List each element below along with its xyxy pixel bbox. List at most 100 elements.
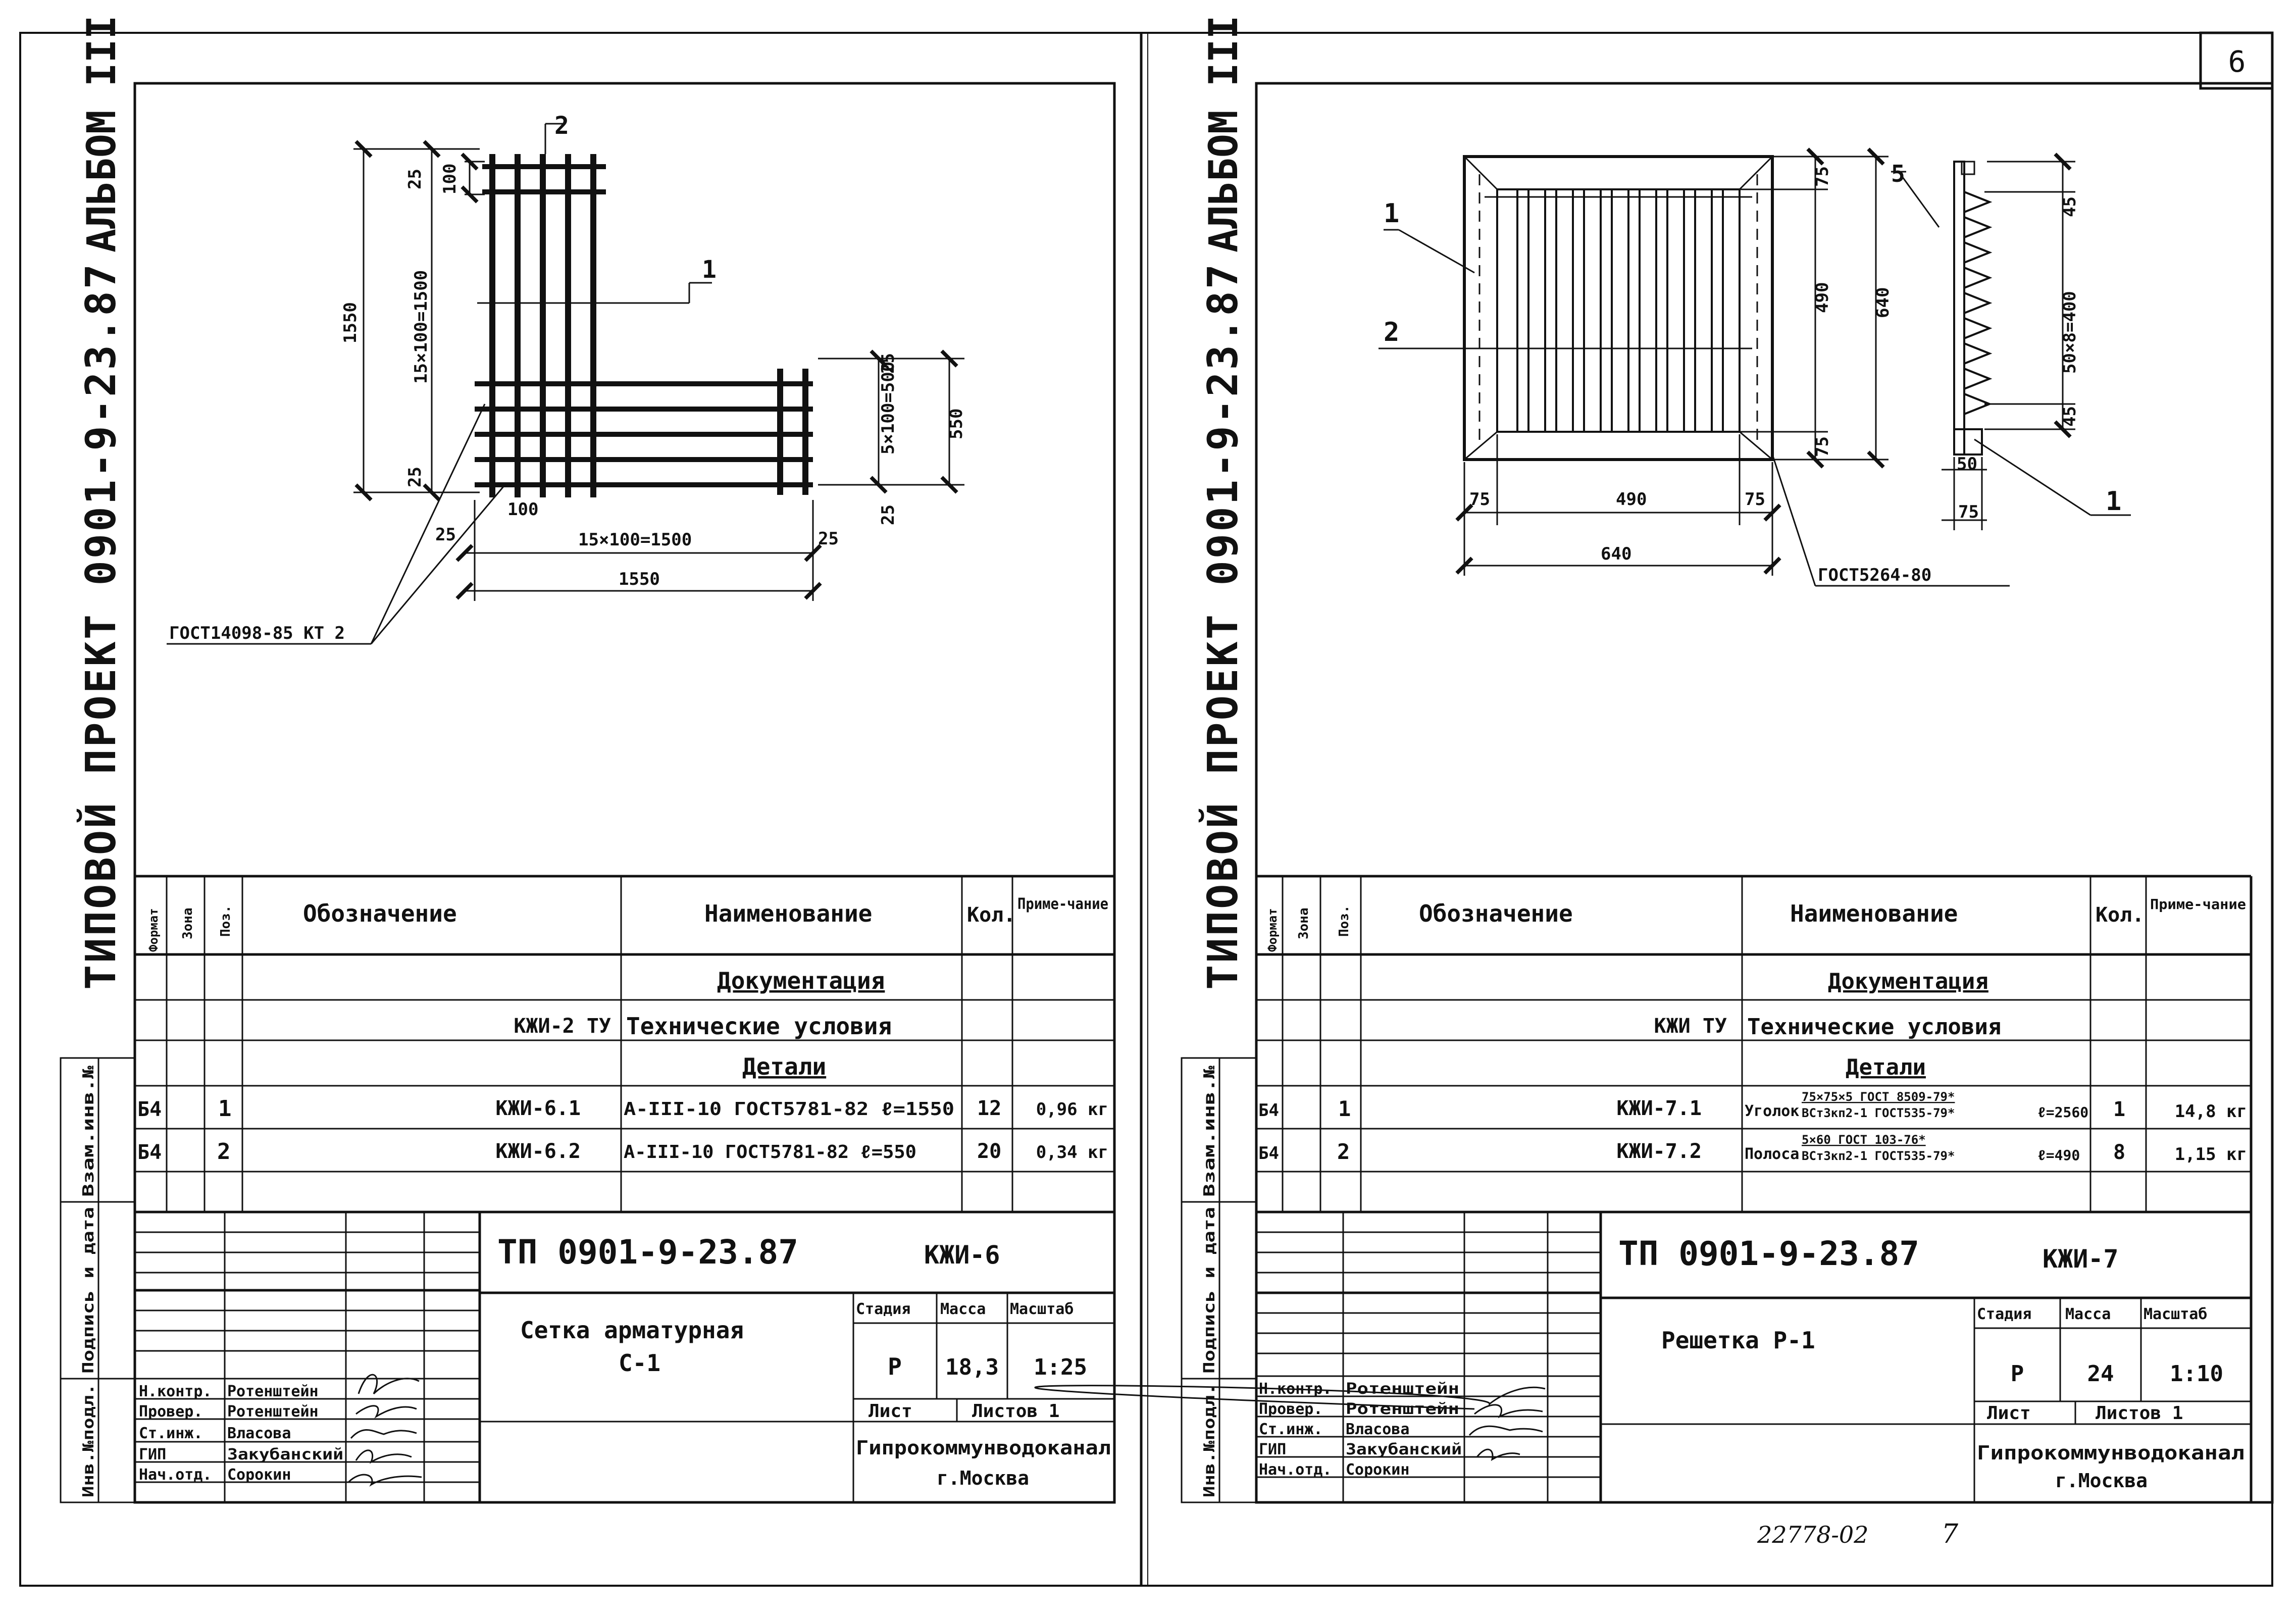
- dim-label: 25: [878, 353, 898, 374]
- spec-row-designation: КЖИ-7.2: [1616, 1140, 1702, 1163]
- spec-header-name: Наименование: [704, 900, 872, 927]
- title-scale: 1:25: [1034, 1354, 1087, 1380]
- right-callout-2: 2: [1384, 317, 1399, 347]
- left-project-label: ТИПОВОЙ ПРОЕКТ 0901-9-23.87: [77, 262, 125, 990]
- mesh-bars-short: [475, 164, 813, 487]
- person-name: Сорокин: [1346, 1461, 1409, 1479]
- spec-row-note: 0,34 кг: [1036, 1142, 1108, 1163]
- person-role: Нач.отд.: [139, 1466, 212, 1484]
- dim-label: 640: [1873, 287, 1893, 318]
- spec-row-pos: 2: [217, 1139, 231, 1165]
- person-role: Нач.отд.: [1259, 1461, 1332, 1479]
- left-signatures: [347, 1374, 422, 1487]
- person-role: Н.контр.: [139, 1383, 212, 1400]
- spec-row-name-top: 5×60 ГОСТ 103-76*: [1802, 1133, 1926, 1147]
- side-label-sign-date: Подпись и дата: [80, 1207, 97, 1374]
- spec-section-docs: Документация: [717, 967, 885, 994]
- spec-row-note: 1,15 кг: [2175, 1144, 2247, 1165]
- title-name: Решетка Р-1: [1661, 1327, 1815, 1354]
- spec-header-zone: Зона: [180, 907, 195, 939]
- dim-label: 640: [1601, 544, 1631, 564]
- spec-section-parts: Детали: [1846, 1054, 1926, 1080]
- spec-header-format: Формат: [146, 908, 161, 952]
- title-sheet-code: КЖИ-6: [924, 1240, 1000, 1270]
- page-number: 6: [2228, 44, 2246, 79]
- person-name: Закубанский: [1346, 1441, 1462, 1458]
- dim-label: 25: [818, 529, 839, 549]
- spec-row-name-prefix: Полоса: [1745, 1145, 1799, 1163]
- spec-doc-designation: КЖИ ТУ: [1654, 1015, 1727, 1038]
- person-name: Сорокин: [227, 1466, 291, 1484]
- spec-row-designation: КЖИ-6.2: [495, 1140, 581, 1163]
- title-stage-label: Стадия: [1977, 1305, 2031, 1323]
- left-side-stamp-labels: Взам.инв.№ Подпись и дата Инв.№подл.: [80, 1065, 97, 1497]
- dim-label: 75: [1812, 166, 1832, 187]
- dim-label: 490: [1616, 489, 1647, 510]
- spec-row-format: Б4: [137, 1141, 162, 1164]
- side-label-sign-date: Подпись и дата: [1201, 1207, 1218, 1374]
- right-album-label: АЛЬБОМ III: [1201, 15, 1247, 252]
- right-callout-5: 5: [1891, 160, 1905, 187]
- dim-label: 5×100=500: [878, 362, 898, 454]
- dim-label: 25: [405, 467, 425, 487]
- title-mass: 18,3: [945, 1354, 999, 1380]
- title-stage-label: Стадия: [856, 1300, 910, 1318]
- right-spec-headers: Формат Зона Поз. Обозначение Наименовани…: [1265, 896, 2246, 952]
- side-label-inv: Инв.№подл.: [80, 1384, 97, 1497]
- dim-label: 50: [1957, 454, 1977, 474]
- right-frame: [1255, 82, 2274, 1504]
- left-spec-body: Документация КЖИ-2 ТУ Технические услови…: [137, 967, 1108, 1165]
- person-role: Ст.инж.: [139, 1425, 202, 1442]
- spec-header-note: Приме-чание: [2150, 896, 2246, 913]
- spec-doc-name: Технические условия: [1747, 1014, 2001, 1040]
- title-org: Гипрокоммунводоканал: [856, 1437, 1111, 1459]
- right-callout-1b: 1: [2106, 486, 2121, 517]
- title-org: Гипрокоммунводоканал: [1977, 1442, 2244, 1464]
- spec-row-name-len: ℓ=2560: [2037, 1104, 2088, 1121]
- person-role: ГИП: [139, 1446, 166, 1463]
- person-name: Ротенштейн: [1346, 1400, 1459, 1418]
- right-project-label: ТИПОВОЙ ПРОЕКТ 0901-9-23.87: [1199, 262, 1247, 990]
- dim-label: 1550: [340, 302, 361, 343]
- spec-row-name-bottom: ВСт3кп2-1 ГОСТ535-79*: [1802, 1106, 1955, 1120]
- dim-label: 490: [1812, 282, 1832, 313]
- person-name: Ротенштейн: [227, 1403, 319, 1421]
- dim-label: 100: [440, 164, 460, 194]
- right-spec-grid: [1256, 875, 2253, 1214]
- side-section-teeth: [1964, 191, 1993, 415]
- spec-row-designation: КЖИ-6.1: [495, 1097, 581, 1120]
- title-mass: 24: [2087, 1361, 2114, 1387]
- left-spec-headers: Формат Зона Поз. Обозначение Наименовани…: [146, 895, 1108, 952]
- dim-label: 50×8=400: [2060, 291, 2080, 374]
- person-role: Ст.инж.: [1259, 1421, 1322, 1438]
- left-callout-2: 2: [554, 112, 569, 140]
- spec-section-parts: Детали: [742, 1053, 826, 1080]
- left-spec-grid: [135, 875, 1114, 1214]
- bottom-number: 7: [1942, 1519, 1959, 1549]
- right-callout-1: 1: [1384, 198, 1399, 229]
- right-gost-leader: ГОСТ5264-80: [1818, 565, 1931, 585]
- spec-row-qty: 8: [2113, 1141, 2125, 1164]
- dim-label: 15×100=1500: [578, 530, 692, 550]
- left-title-block-text: ТП 0901-9-23.87 КЖИ-6 Сетка арматурная С…: [139, 1233, 1111, 1489]
- spec-row-pos: 1: [218, 1096, 232, 1122]
- title-sheets-label: Листов 1: [2096, 1403, 2183, 1424]
- spec-header-note: Приме-чание: [1017, 895, 1108, 913]
- left-frame: [133, 82, 1116, 1504]
- left-gost-leader: ГОСТ14098-85 КТ 2: [169, 623, 345, 643]
- person-name: Власова: [227, 1425, 291, 1442]
- dim-label: 75: [1469, 489, 1490, 510]
- spec-header-designation: Обозначение: [1419, 900, 1573, 927]
- dim-label: 75: [1812, 436, 1832, 457]
- spec-row-qty: 1: [2113, 1098, 2125, 1121]
- title-scale-label: Масштаб: [1010, 1300, 1074, 1318]
- left-side-stamp: [60, 1057, 136, 1503]
- spec-row-name-top: 75×75×5 ГОСТ 8509-79*: [1802, 1090, 1955, 1104]
- left-sheet: АЛЬБОМ III ТИПОВОЙ ПРОЕКТ 0901-9-23.87: [60, 15, 1116, 1504]
- dim-label: 100: [507, 499, 538, 520]
- title-sheet-label: Лист: [869, 1401, 912, 1422]
- title-subtitle: С-1: [619, 1349, 660, 1377]
- spec-header-designation: Обозначение: [303, 900, 457, 927]
- title-sheet-label: Лист: [1987, 1403, 2031, 1424]
